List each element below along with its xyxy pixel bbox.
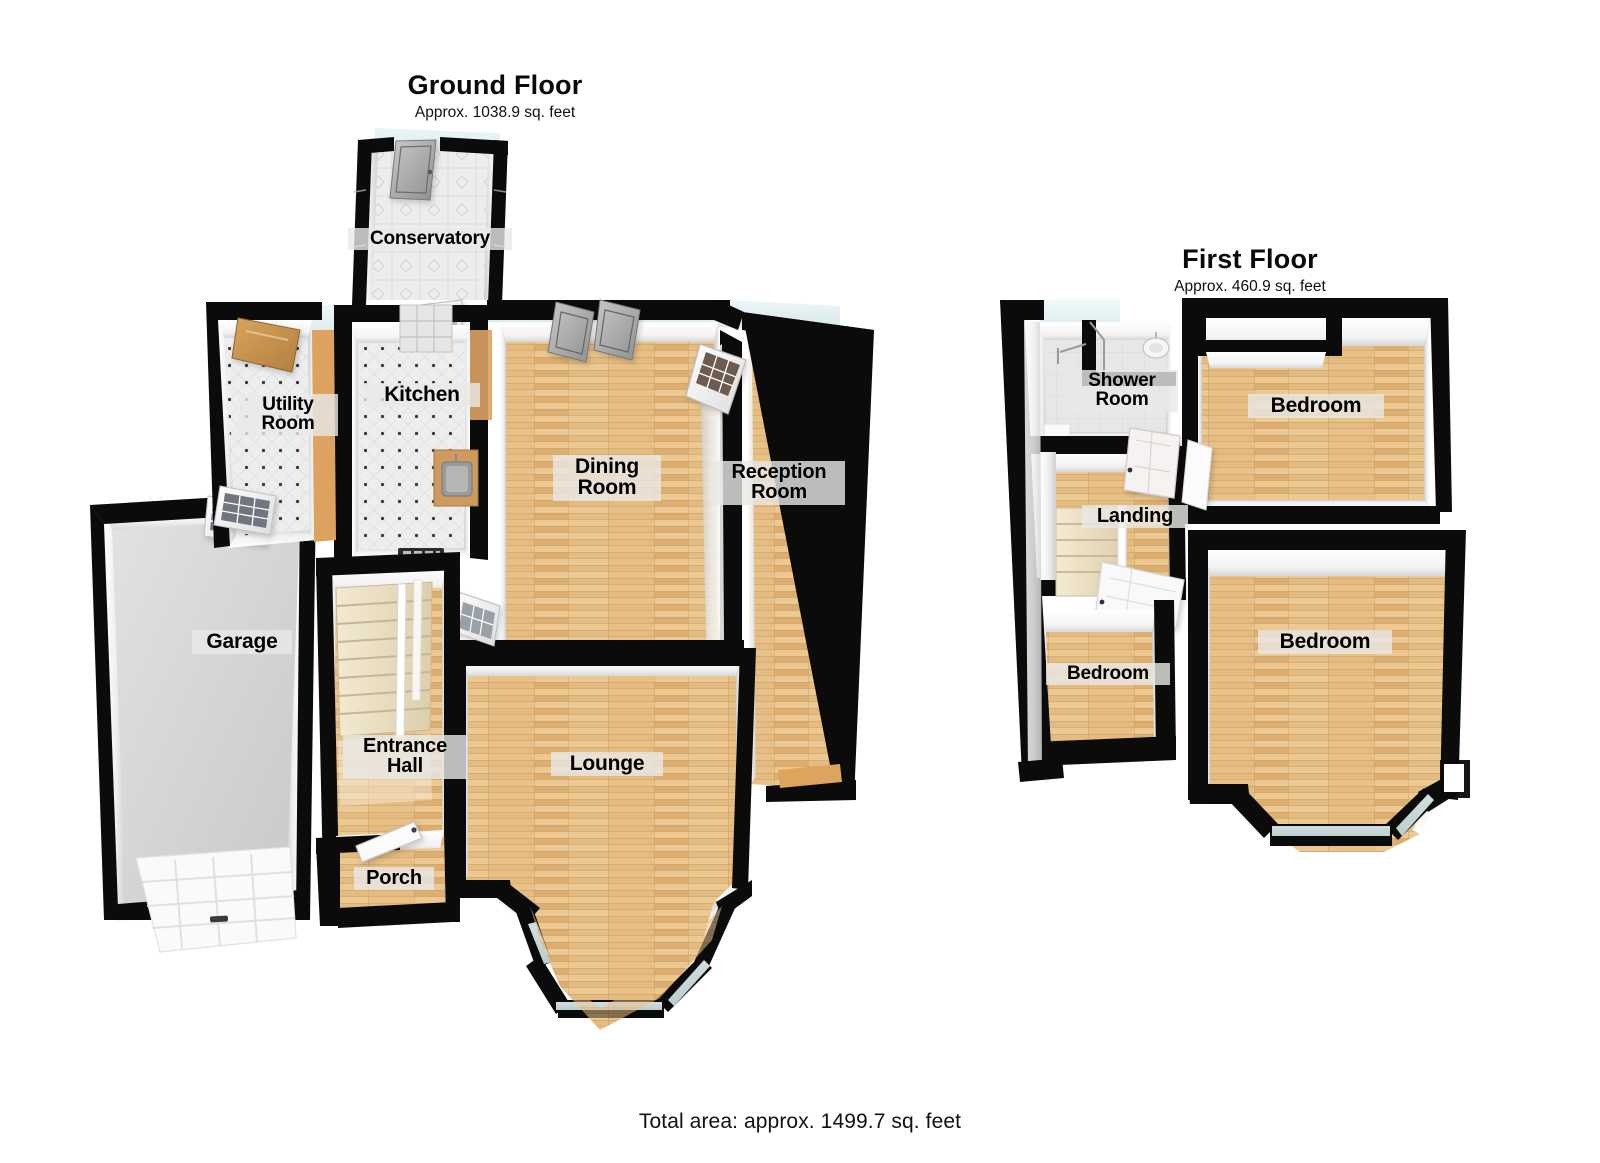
ground-floor-plan (90, 128, 874, 1030)
room-label-bedroom-small: Bedroom (1046, 663, 1170, 686)
room-label-lounge: Lounge (551, 752, 663, 777)
room-label-landing: Landing (1082, 505, 1188, 529)
room-label-reception-room: Reception Room (713, 461, 845, 505)
room-label-bedroom-rear: Bedroom (1258, 630, 1392, 655)
ground-floor-title-block: Ground Floor Approx. 1038.9 sq. feet (300, 70, 690, 123)
total-area-text: Total area: approx. 1499.7 sq. feet (638, 1110, 962, 1133)
room-label-bedroom-main: Bedroom (1248, 394, 1384, 419)
room-label-shower-room: Shower Room (1066, 370, 1178, 412)
ground-floor-title: Ground Floor (407, 70, 583, 100)
room-label-conservatory: Conservatory (348, 228, 512, 251)
room-label-kitchen: Kitchen (364, 383, 480, 408)
first-floor-title: First Floor (1182, 244, 1318, 274)
first-floor-title-block: First Floor Approx. 460.9 sq. feet (1055, 244, 1445, 297)
room-label-entrance-hall: Entrance Hall (343, 735, 467, 779)
room-label-garage: Garage (192, 630, 292, 655)
room-label-dining-room: Dining Room (553, 455, 661, 501)
room-label-utility-room: Utility Room (238, 394, 338, 436)
ground-floor-area: Approx. 1038.9 sq. feet (414, 104, 576, 121)
room-label-porch: Porch (354, 867, 434, 891)
first-floor-area: Approx. 460.9 sq. feet (1174, 278, 1326, 295)
